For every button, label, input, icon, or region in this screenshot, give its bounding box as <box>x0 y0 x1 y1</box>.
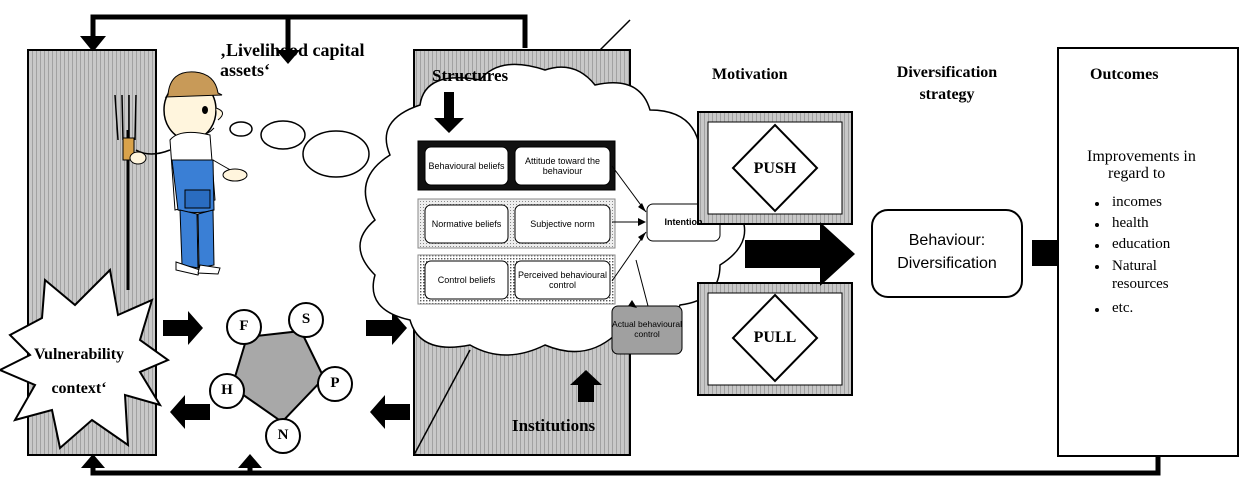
structures-label: Structures <box>432 66 509 85</box>
arrow-to-structures <box>366 311 407 345</box>
outcome-item: etc. <box>1112 300 1134 316</box>
top-arrow-head-left <box>80 36 106 52</box>
top-arrow-head-mid <box>276 50 300 64</box>
asset-h: H <box>221 382 233 398</box>
tpb-connectors <box>611 165 649 307</box>
outcomes-title: Outcomes <box>1090 66 1159 83</box>
outcome-item: incomes <box>1112 194 1162 210</box>
thought-bubble-medium <box>260 120 306 150</box>
thought-bubble-large <box>302 130 370 178</box>
pull-diamond <box>731 293 819 383</box>
outcomes-box <box>1057 47 1239 457</box>
actual-behavioural-control: Actual behavioural control <box>612 319 682 339</box>
arrow-from-assets-1 <box>170 395 210 429</box>
intention-label: Intention <box>664 217 703 228</box>
bottom-arrow-head-mid <box>238 454 262 468</box>
institutions-label: Institutions <box>512 416 596 435</box>
subjective-norm: Subjective norm <box>530 218 595 229</box>
behaviour-line1: Behaviour: <box>908 232 986 249</box>
behaviour-box <box>871 209 1023 298</box>
perceived-behavioural-control: Perceived behavioural control <box>517 269 608 290</box>
arrow-from-structures <box>370 395 410 429</box>
arrow-to-assets-1 <box>163 311 203 345</box>
vulnerability-label-line2: context‘ <box>51 380 107 397</box>
asset-circles <box>209 302 353 454</box>
push-label: PUSH <box>753 160 797 177</box>
arrow-to-behaviour <box>745 222 855 286</box>
asset-n: N <box>277 427 289 443</box>
attitude-toward-behaviour: Attitude toward the behaviour <box>524 155 601 176</box>
vulnerability-starburst <box>0 267 171 450</box>
thought-bubble-small <box>229 121 253 137</box>
behaviour-line2: Diversification <box>897 255 997 272</box>
normative-beliefs: Normative beliefs <box>431 218 502 229</box>
actual-control-box <box>611 305 683 355</box>
outcomes-intro-line1: Improvements in <box>1087 148 1196 165</box>
livelihood-assets-label: ‚Livelihood capital assets‘ <box>220 40 365 80</box>
bottom-arrow-head-left <box>81 454 105 468</box>
control-beliefs: Control beliefs <box>437 274 496 285</box>
top-feedback-arrow <box>90 14 528 52</box>
asset-s: S <box>301 311 311 327</box>
motivation-title: Motivation <box>712 66 788 83</box>
structures-down-arrow <box>434 92 464 133</box>
outcome-item: education <box>1112 236 1171 252</box>
strategy-title-line1: Diversification <box>896 64 998 81</box>
institutions-up-arrow <box>570 370 602 402</box>
outcomes-intro-line2: regard to <box>1108 165 1166 182</box>
vulnerability-label-line1: Vulnerability <box>33 346 125 363</box>
asset-f: F <box>239 318 249 334</box>
pull-label: PULL <box>753 329 797 346</box>
outcome-item: Natural resources <box>1112 258 1169 292</box>
outcome-item: health <box>1112 215 1149 231</box>
outcome-bullets <box>1095 202 1099 312</box>
push-diamond <box>731 123 819 213</box>
asset-p: P <box>330 375 340 391</box>
farmer-figure <box>114 71 248 290</box>
strategy-title-line2: strategy <box>919 86 975 103</box>
behavioural-beliefs: Behavioural beliefs <box>428 160 505 171</box>
